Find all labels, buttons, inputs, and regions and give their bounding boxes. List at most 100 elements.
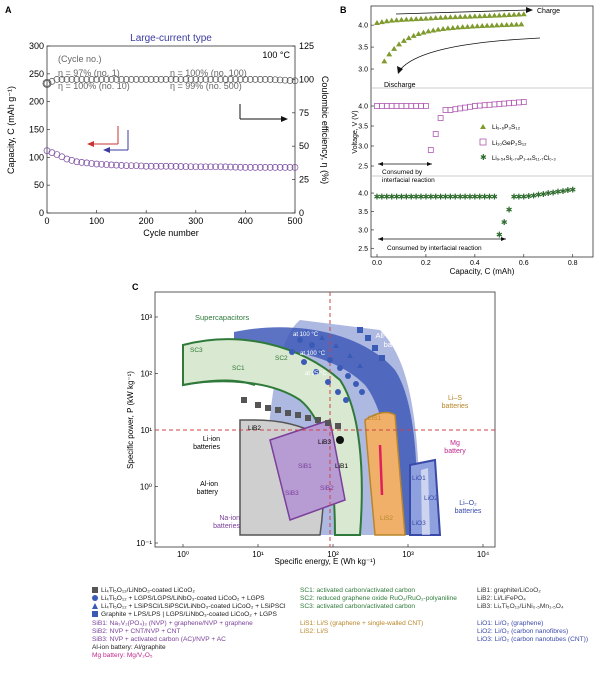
lgps-point — [427, 147, 434, 153]
charge-point — [501, 12, 508, 18]
charge-point — [520, 11, 527, 17]
charge-label: Charge — [537, 8, 560, 15]
lgps-point — [378, 103, 385, 109]
label-temp-1: at 100 °C — [293, 332, 319, 338]
efficiency-point — [182, 76, 190, 83]
capacity-point — [202, 163, 210, 171]
discharge-point — [405, 35, 412, 41]
panel-a-y-left-tick-label: 200 — [29, 97, 44, 107]
capacity-point — [256, 164, 264, 171]
panel-a-y-left-tick-label: 100 — [29, 152, 44, 162]
legend-col2-row-1: SC2: reduced graphene oxide RuO₂/RuO₂-po… — [300, 595, 457, 602]
panel-c-y-tick-label: 10⁰ — [140, 483, 152, 492]
discharge-point — [484, 22, 491, 28]
panel-b-y-tick-label: 4.0 — [358, 23, 368, 30]
capacity-point — [251, 164, 259, 171]
lgps-point — [442, 107, 449, 113]
lsipscl-point: ✱ — [457, 193, 464, 202]
discharge-point — [415, 31, 422, 37]
efficiency-point — [212, 76, 219, 83]
label-lis1: LiS1 — [368, 415, 381, 422]
charge-point — [432, 15, 439, 21]
lto-licoo2-point — [265, 405, 271, 411]
lgps-point — [462, 104, 468, 111]
label-lio3: LiO3 — [412, 520, 426, 527]
efficiency-point — [167, 76, 175, 83]
panel-c-frame — [154, 291, 496, 548]
capacity-point — [43, 147, 51, 155]
charge-arrow — [395, 9, 529, 15]
lgps-point — [345, 373, 351, 379]
charge-point — [462, 13, 469, 19]
capacity-point — [242, 164, 249, 171]
charge-point — [481, 13, 488, 19]
charge-point — [378, 19, 385, 25]
capacity-point — [182, 163, 190, 170]
lsipscl-point: ✱ — [447, 193, 454, 202]
charge-point — [515, 11, 522, 17]
discharge-point — [474, 23, 481, 29]
efficiency-point — [242, 76, 249, 83]
lgps-point — [393, 103, 400, 109]
charge-point — [476, 13, 483, 19]
lsipscl-point: ✱ — [471, 193, 478, 202]
lgps-point — [452, 106, 459, 113]
legend-col3-row-5: LiO3: Li/O₂ (carbon nanotubes (CNT)) — [477, 636, 589, 643]
lto-licoo2-point — [285, 410, 291, 416]
efficiency-point — [172, 76, 180, 83]
charge-point — [466, 13, 473, 19]
lsipscl-point: ✱ — [486, 193, 493, 202]
lgps-point — [491, 101, 498, 108]
lgps-point — [383, 103, 390, 109]
legend-col3-row-0: LiB1: graphite/LiCoO₂ — [477, 587, 541, 594]
label-lib3: LiB3 — [318, 439, 331, 446]
legend-col1-row-4: SiB1: Na₃V₂(PO₄)₃ (NVP) + graphene/NVP +… — [92, 620, 253, 627]
capacity-point — [276, 164, 284, 171]
efficiency-point — [227, 76, 234, 83]
discharge-point — [449, 24, 456, 30]
lsipscl-point: ✱ — [520, 193, 527, 202]
circle-icon — [92, 595, 98, 601]
capacity-point — [177, 163, 185, 170]
efficiency-point — [157, 76, 165, 83]
lgps-point — [353, 381, 359, 387]
panel-c-ylabel: Specific power, P (kW kg⁻¹) — [126, 371, 135, 469]
capacity-point — [247, 164, 254, 171]
legend-col1-row-7: Al-ion battery: Al/graphite — [92, 644, 166, 651]
arrow-capacity-red-head — [87, 141, 94, 147]
charge-point — [403, 16, 410, 22]
capacity-point — [132, 162, 140, 170]
lgps-point — [325, 379, 331, 385]
legend-col1-text-3: Graphite + LPS/LPS | LGPS/LiNbO₃-coated … — [101, 611, 277, 618]
charge-point — [374, 19, 380, 25]
panel-a-y-right-tick-label: 125 — [299, 41, 314, 51]
capacity-point — [142, 162, 150, 170]
panel-c-y-tick-label: 10² — [140, 370, 152, 379]
panel-a-y-left-tick-label: 0 — [39, 208, 44, 218]
legend-lgps: Li₁₀GeP₂S₁₂ — [492, 140, 527, 147]
label-temp-3: at 25 °C — [305, 371, 327, 377]
lto-licoo2-point — [241, 397, 247, 403]
region-all-solid-state-edge — [234, 327, 417, 535]
lsipscl-point: ✱ — [516, 193, 523, 202]
lsipscl-point: ✱ — [530, 191, 537, 200]
eta-label-3: η = 100% (no. 10) — [58, 81, 130, 91]
lsipscl-point: ✱ — [393, 193, 400, 202]
lsipscl-point: ✱ — [569, 185, 576, 194]
capacity-point — [261, 164, 269, 171]
charge-point — [422, 15, 429, 21]
lsipscl-point: ✱ — [413, 193, 420, 202]
lto-licoo2-point — [335, 423, 341, 429]
panel-b-ylabel: Voltage, V (V) — [352, 110, 359, 153]
legend-col1-text-1: Li₄Ti₅O₁₂ + LGPS/LGPS/LiNbO₃-coated LiCo… — [101, 595, 265, 602]
lgps-point — [289, 349, 295, 355]
lto-licoo2-point — [255, 402, 261, 408]
legend-col2-row-2: SC3: activated carbon/activated carbon — [300, 603, 416, 610]
panel-a-y-left-tick-label: 300 — [29, 41, 44, 51]
capacity-point — [227, 163, 234, 171]
legend-col2-row-0: SC1: activated carbon/activated carbon — [300, 587, 416, 594]
panel-b-y-tick-label: 2.5 — [358, 164, 368, 171]
efficiency-point — [43, 80, 51, 87]
